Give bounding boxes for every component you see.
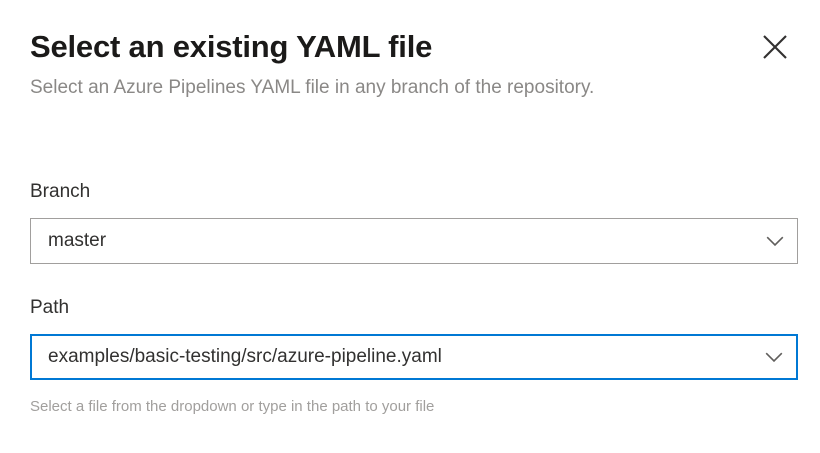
branch-label: Branch	[30, 181, 91, 202]
dialog-subtitle: Select an Azure Pipelines YAML file in a…	[30, 77, 595, 98]
branch-input[interactable]	[31, 228, 753, 254]
path-input[interactable]	[32, 344, 752, 370]
path-dropdown-caret[interactable]	[752, 336, 796, 378]
dialog-header: Select an existing YAML file Select an A…	[30, 28, 790, 103]
chevron-down-icon	[766, 236, 784, 247]
path-field-group: Path Select a file from the dropdown or …	[30, 296, 798, 417]
close-button[interactable]	[754, 26, 796, 68]
path-hint-text: Select a file from the dropdown or type …	[30, 398, 435, 415]
path-label: Path	[30, 297, 70, 318]
dialog-title-row: Select an existing YAML file	[30, 28, 790, 68]
branch-dropdown-caret[interactable]	[753, 219, 797, 263]
branch-dropdown[interactable]	[30, 218, 798, 264]
chevron-down-icon	[765, 352, 783, 363]
path-dropdown[interactable]	[30, 334, 798, 380]
close-icon	[760, 32, 790, 62]
branch-field-group: Branch	[30, 180, 798, 264]
page-title: Select an existing YAML file	[30, 29, 433, 64]
